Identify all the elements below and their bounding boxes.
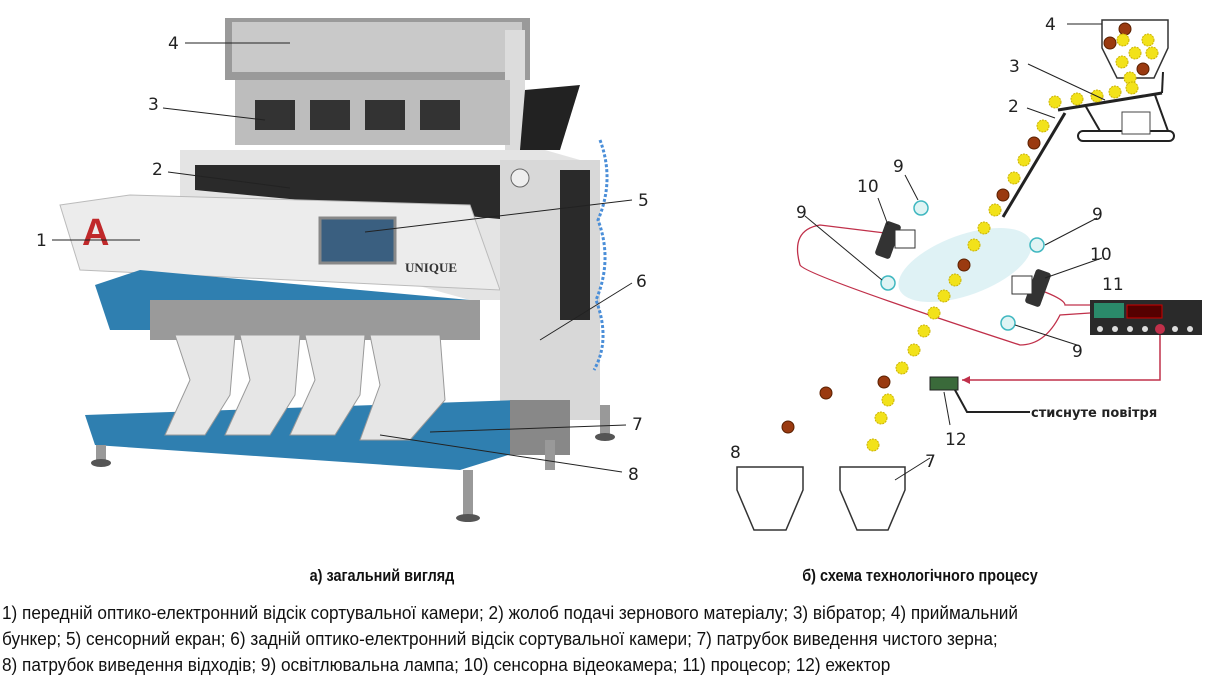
camera-right (1011, 269, 1051, 307)
label-hopper: 4 (1045, 15, 1056, 35)
signal-line (796, 224, 1091, 346)
legend-line: бункер; 5) сенсорний екран; 6) задній оп… (2, 629, 998, 649)
label-1: 1 (36, 231, 47, 251)
processor (1090, 300, 1202, 335)
defective-grain (1136, 62, 1150, 76)
grain-stream (762, 22, 1159, 494)
defective-grain (877, 375, 891, 389)
defective-grain (996, 188, 1010, 202)
scheme-labels: 4 3 2 9 9 9 9 10 10 11 12 8 7 стиснуте п… (730, 15, 1157, 472)
grain (1145, 46, 1159, 60)
lamps (880, 200, 1045, 331)
label-camera: 10 (857, 177, 879, 197)
machine-body: UNIQUE A (59, 18, 615, 522)
label-2: 2 (152, 160, 163, 180)
ejector (929, 376, 959, 391)
label-lamp: 9 (893, 157, 904, 177)
grain (977, 221, 991, 235)
label-3: 3 (148, 95, 159, 115)
grain (948, 273, 962, 287)
figure-legend: 1) передній оптико-електронний відсік со… (2, 600, 1205, 678)
grain (927, 306, 941, 320)
defective-grain (819, 386, 833, 400)
label-4: 4 (168, 34, 179, 54)
grain (1116, 33, 1130, 47)
label-processor: 11 (1102, 275, 1124, 295)
label-lamp: 9 (796, 203, 807, 223)
label-7: 7 (632, 415, 643, 435)
photo-leader-lines (52, 42, 633, 473)
label-vibrator: 3 (1009, 57, 1020, 77)
legend-line: 8) патрубок виведення відходів; 9) освіт… (2, 655, 891, 675)
defective-grain (1027, 136, 1041, 150)
label-5: 5 (638, 191, 649, 211)
grain (907, 343, 921, 357)
caption-a: а) загальний вигляд (309, 566, 455, 585)
defective-grain (1118, 22, 1132, 36)
defective-grain (781, 420, 795, 434)
grain (917, 324, 931, 338)
brand-text: UNIQUE (405, 260, 457, 275)
grain (1048, 95, 1062, 109)
grain (1125, 81, 1139, 95)
grain (895, 361, 909, 375)
label-lamp: 9 (1092, 205, 1103, 225)
grain (1007, 171, 1021, 185)
grain (1141, 33, 1155, 47)
label-ejector: 12 (945, 430, 967, 450)
label-6: 6 (636, 272, 647, 292)
grain (937, 289, 951, 303)
caption-b: б) схема технологічного процесу (802, 566, 1038, 585)
photo-labels: 4 3 2 1 5 6 7 8 (36, 34, 649, 485)
label-waste-outlet: 8 (730, 443, 741, 463)
machine-illustration: UNIQUE A 4 3 2 1 5 6 (36, 15, 1202, 531)
camera-left (875, 221, 916, 259)
chute (1001, 112, 1067, 218)
grain (1017, 153, 1031, 167)
label-8: 8 (628, 465, 639, 485)
grain (866, 438, 880, 452)
grain (1108, 85, 1122, 99)
label-clean-outlet: 7 (925, 452, 936, 472)
grain (881, 393, 895, 407)
grain (1070, 92, 1084, 106)
label-lamp: 9 (1072, 342, 1083, 362)
grain (1128, 46, 1142, 60)
grain (1036, 119, 1050, 133)
label-camera: 10 (1090, 245, 1112, 265)
defective-grain (1103, 36, 1117, 50)
grain (967, 238, 981, 252)
vibrator-tray (1057, 91, 1163, 112)
grain (874, 411, 888, 425)
legend-line: 1) передній оптико-електронний відсік со… (2, 603, 1019, 623)
defective-grain (957, 258, 971, 272)
grain (988, 203, 1002, 217)
grain (1115, 55, 1129, 69)
label-chute: 2 (1008, 97, 1019, 117)
compressed-air-label: стиснуте повітря (1031, 406, 1157, 421)
logo: A (82, 212, 109, 254)
process-scheme: 4 3 2 9 9 9 9 10 10 11 12 8 7 стиснуте п… (730, 15, 1202, 531)
waste-outlet (736, 466, 804, 531)
clean-outlet (839, 466, 906, 531)
